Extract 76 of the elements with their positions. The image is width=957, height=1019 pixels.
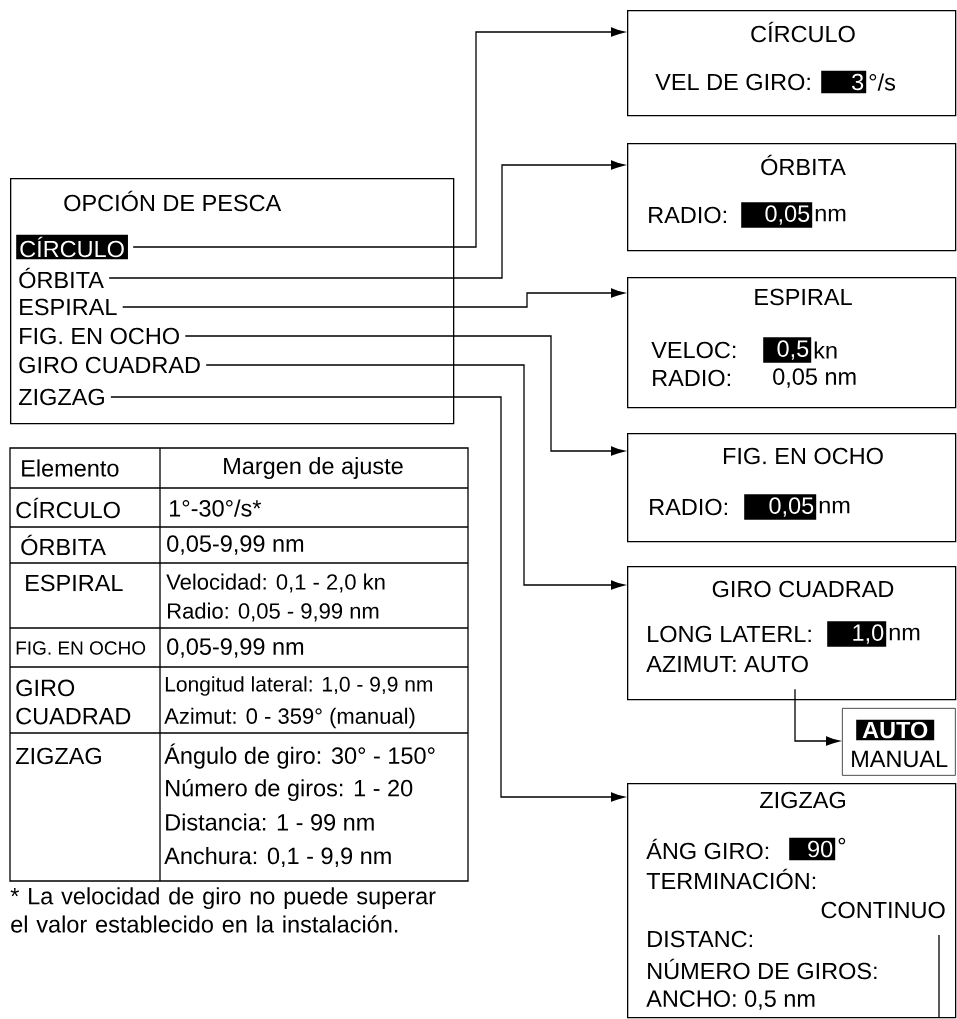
table-text: Ángulo de giro: 30° - 150°: [164, 743, 435, 769]
menu-item: ESPIRAL: [20, 298, 117, 316]
field-label: kn: [814, 341, 837, 359]
arrow: [794, 688, 840, 746]
setting-box: [627, 566, 957, 701]
table-text: 1°-30°/s*: [170, 499, 262, 517]
table-text: Distancia: 1 - 99 nm: [166, 813, 374, 831]
table-text: Longitud lateral: 1,0 - 9,9 nm: [165, 676, 433, 696]
field-label: VELOC:: [651, 341, 736, 359]
field-label: nm: [889, 627, 920, 641]
field-label: RADIO:: [653, 369, 730, 387]
box-title: ZIGZAG: [760, 791, 845, 809]
setting-box: [627, 783, 957, 1019]
field-label: OPCIÓN DE PESCA: [64, 190, 282, 212]
menu-item: ÓRBITA: [19, 267, 104, 289]
menu-item: ZIGZAG: [18, 388, 104, 406]
arrow: [205, 364, 625, 590]
setting-box: [627, 10, 957, 117]
field-label: LONG LATERL:: [648, 625, 811, 643]
table-text: ESPIRAL: [26, 574, 123, 592]
field-label: MANUAL: [852, 750, 948, 768]
field-label: ÁNG GIRO:: [646, 838, 769, 860]
menu-box: [10, 178, 455, 425]
field-label: °/s: [869, 73, 896, 91]
table-text: ÓRBITA: [21, 534, 106, 556]
field-label: ANCHO: 0,5 nm: [646, 990, 815, 1010]
menu-item: FIG. EN OCHO: [20, 327, 179, 345]
setting-box: [627, 433, 957, 543]
field-label: NÚMERO DE GIROS:: [648, 958, 877, 980]
option-list-box: [842, 708, 956, 776]
highlighted-value: 90: [789, 837, 836, 861]
highlighted-value: 3: [821, 70, 867, 94]
setting-box: [627, 277, 957, 409]
table-text: 0,05-9,99 nm: [167, 535, 304, 555]
table-text: CÍRCULO: [16, 497, 120, 519]
selected-menu-item: CÍRCULO: [16, 234, 128, 260]
arrow: [122, 288, 625, 308]
field-label: nm: [819, 500, 850, 514]
field-label: RADIO:: [649, 206, 726, 224]
field-label: °: [838, 837, 846, 845]
field-label: 0,05 nm: [773, 368, 856, 388]
arrow: [184, 335, 625, 456]
arrow: [108, 160, 625, 279]
table-text: Velocidad: 0,1 - 2,0 kn: [166, 573, 385, 593]
field-label: nm: [815, 208, 846, 222]
arrow: [132, 27, 625, 248]
box-title: CÍRCULO: [751, 21, 855, 43]
highlighted-value: 0,05: [741, 202, 813, 228]
table-text: Número de giros: 1 - 20: [166, 778, 413, 802]
footnote: * La velocidad de giro no puede superar el valor establecido en la instalación.: [10, 887, 436, 933]
field-label: AZIMUT: AUTO: [646, 655, 808, 673]
field-label: DISTANC:: [648, 930, 752, 948]
table-header: Margen de ajuste: [224, 457, 403, 479]
box-title: FIG. EN OCHO: [724, 447, 883, 465]
field-label: RADIO:: [650, 498, 727, 516]
table-text: 0,05-9,99 nm: [167, 638, 304, 658]
highlighted-value: 0,5: [763, 337, 812, 363]
field-label: VEL DE GIRO:: [655, 73, 810, 91]
table-text: Anchura: 0,1 - 9,9 nm: [164, 847, 391, 868]
field-value: CONTINUO: [821, 901, 945, 919]
highlighted-value: 1,0: [827, 621, 887, 647]
setting-box: [627, 143, 957, 252]
highlighted-option: AUTO: [856, 719, 935, 741]
box-title: GIRO CUADRAD: [712, 580, 894, 598]
table-text: Radio: 0,05 - 9,99 nm: [168, 602, 379, 622]
menu-item: GIRO CUADRAD: [19, 356, 200, 374]
field-label: TERMINACIÓN:: [646, 868, 816, 890]
table-text: ZIGZAG: [15, 747, 101, 765]
arrow: [110, 396, 625, 802]
table-text: FIG. EN OCHO: [16, 641, 146, 655]
box-title: ÓRBITA: [761, 154, 846, 176]
table-text: Azimut: 0 - 359° (manual): [164, 707, 415, 729]
highlighted-value: 0,05: [744, 494, 817, 520]
box-title: ESPIRAL: [755, 288, 852, 306]
table-text: GIRO CUADRAD: [16, 679, 131, 725]
table-header: Elemento: [22, 459, 119, 477]
